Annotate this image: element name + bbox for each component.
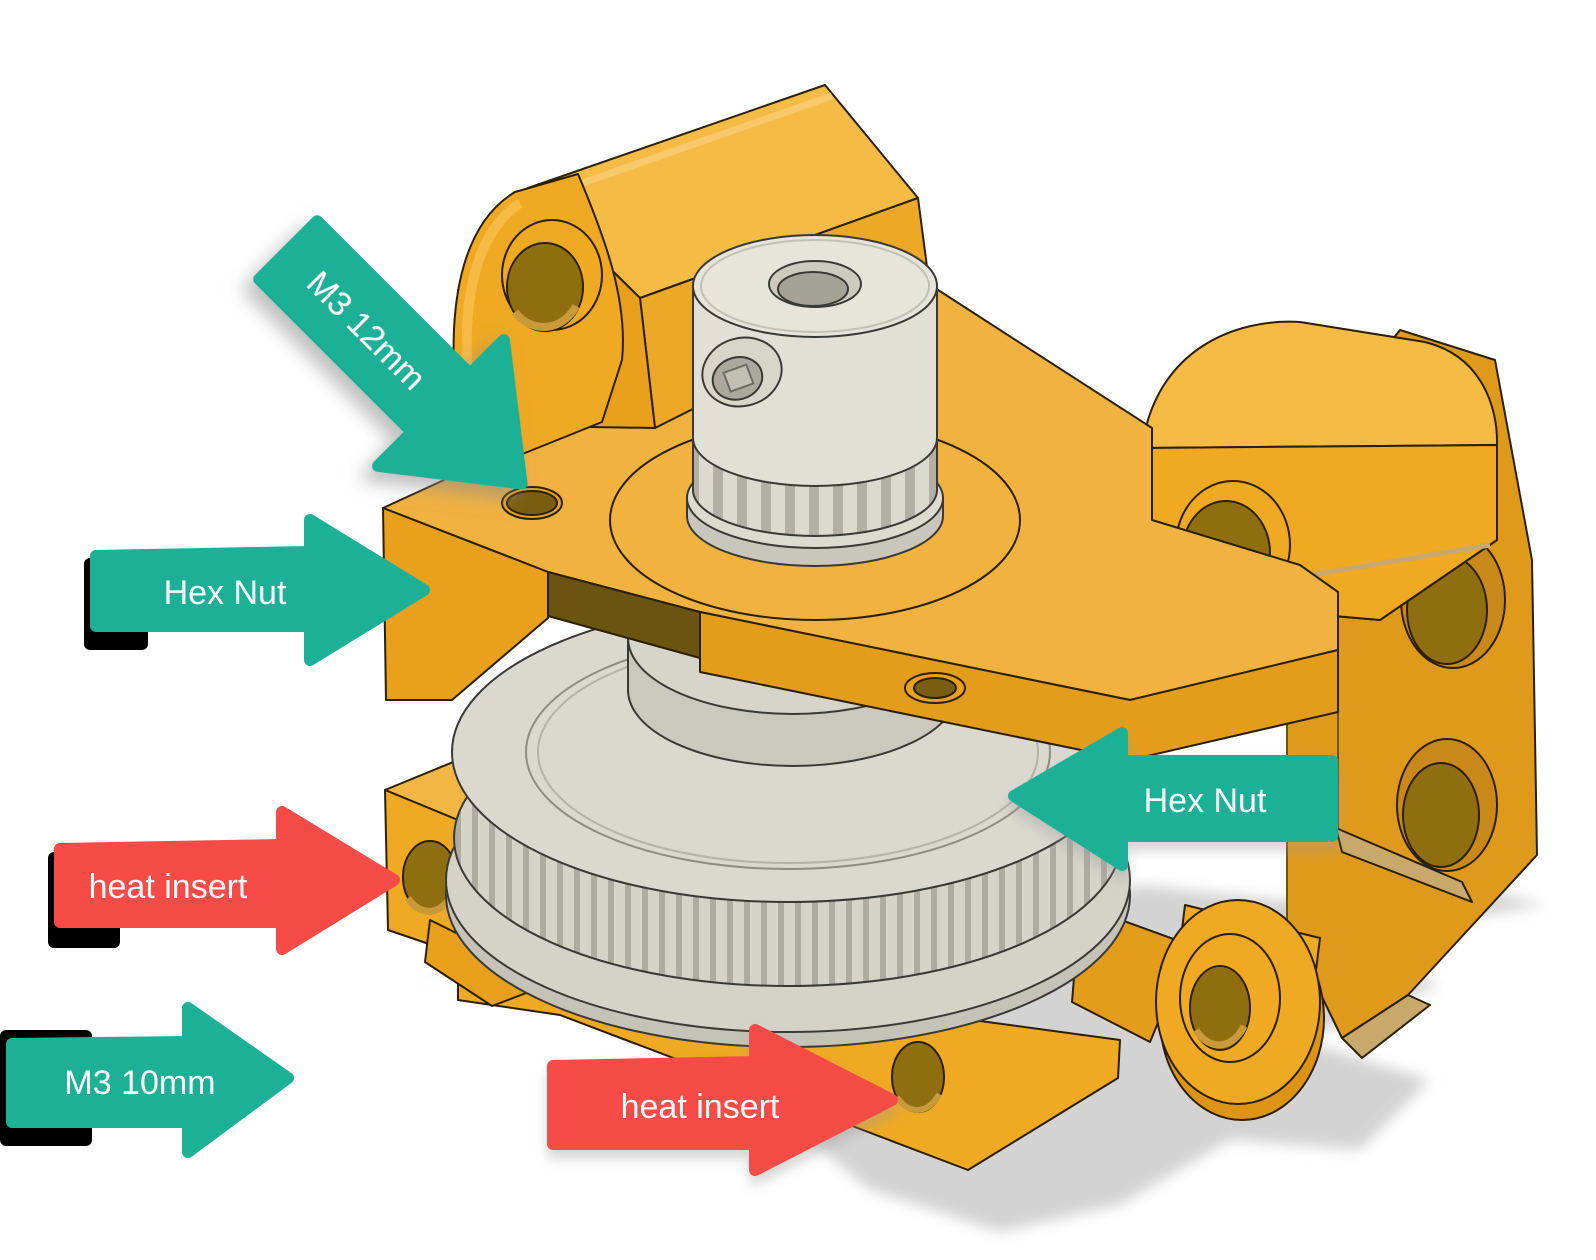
hex-nut-right-arrow: Hex Nut: [1008, 727, 1338, 871]
set-screw-socket: [722, 363, 755, 393]
hex-nut-right-label: Hex Nut: [1144, 782, 1267, 820]
plate-front-face-left: [382, 507, 549, 701]
heat-insert-left-arrow: heat insert: [54, 806, 400, 955]
heat-insert-left-label: heat insert: [89, 868, 248, 906]
wall-bottom-chamfer: [1341, 994, 1431, 1059]
arrow-down-right-icon: [253, 215, 528, 490]
arrow-left-icon: [1008, 727, 1338, 871]
left-ear-hole: [506, 242, 584, 332]
plate-screw-hole: [506, 490, 558, 516]
plate-right-hole: [913, 677, 957, 699]
m3-10mm-arrow: M3 10mm: [6, 1002, 294, 1158]
plate-front-face-right: [699, 611, 1339, 761]
heat-insert-bottom-label: heat insert: [621, 1088, 780, 1126]
arrow-right-icon: [90, 514, 430, 666]
m3-10mm-label: M3 10mm: [64, 1064, 215, 1102]
wall-chamfer: [1335, 827, 1473, 903]
pulley-body: [692, 285, 938, 487]
motor-pulley: [686, 234, 944, 567]
hex-nut-left-arrow: Hex Nut: [90, 514, 430, 666]
heat-insert-bottom-arrow: heat insert: [547, 1024, 898, 1176]
pulley-bore: [777, 271, 849, 307]
arrow-right-icon: [547, 1024, 898, 1176]
base-boss-hole: [1189, 965, 1251, 1051]
arrow-right-icon: [54, 806, 400, 955]
hex-nut-left-label: Hex Nut: [164, 574, 287, 612]
arrow-right-icon: [6, 1002, 294, 1158]
